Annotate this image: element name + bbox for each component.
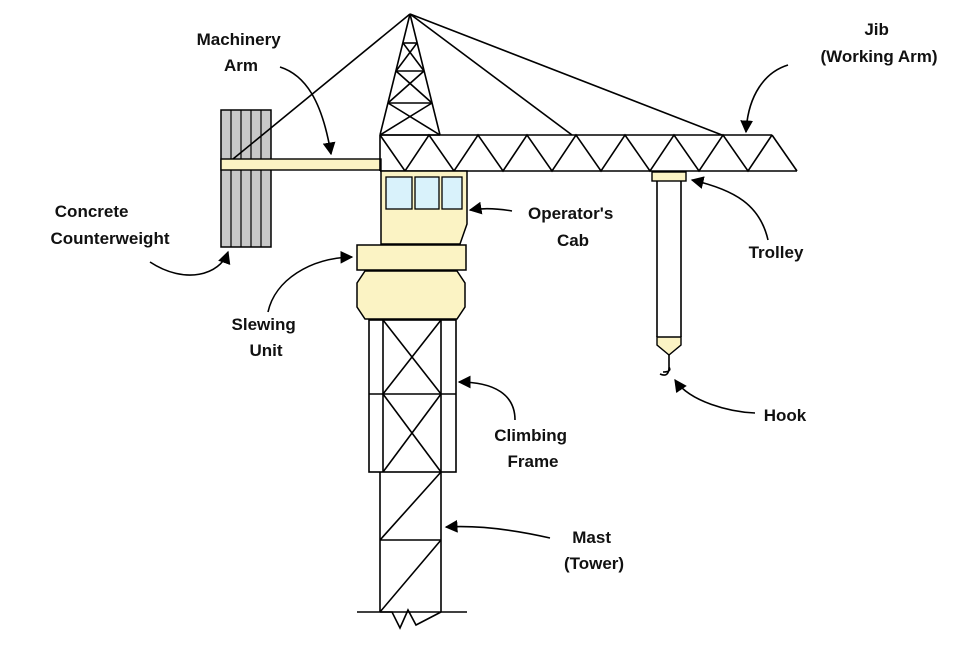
label-operators-cab: Operator's Cab [528, 204, 618, 250]
label-jib: Jib (Working Arm) [820, 20, 937, 66]
leader-arrows [149, 64, 789, 539]
label-hook: Hook [764, 406, 807, 425]
support-cables [232, 13, 723, 160]
mast [357, 471, 467, 630]
label-machinery-arm: Machinery Arm [197, 30, 286, 75]
counterweight [220, 109, 272, 248]
trolley [651, 171, 687, 182]
label-climbing-frame: Climbing Frame [494, 426, 571, 471]
hook-cable [656, 181, 682, 337]
label-trolley: Trolley [749, 243, 804, 262]
climbing-frame [368, 319, 457, 473]
jib [379, 133, 798, 173]
slewing-unit [356, 244, 467, 320]
label-slewing-unit: Slewing Unit [232, 315, 301, 360]
label-mast: Mast (Tower) [564, 528, 624, 573]
cab-window [385, 176, 413, 210]
label-counterweight: Concrete Counterweight [51, 202, 170, 248]
cab-window [414, 176, 440, 210]
operators-cab [380, 170, 468, 245]
machinery-arm [220, 158, 382, 171]
cab-window [441, 176, 463, 210]
hook [656, 336, 682, 376]
